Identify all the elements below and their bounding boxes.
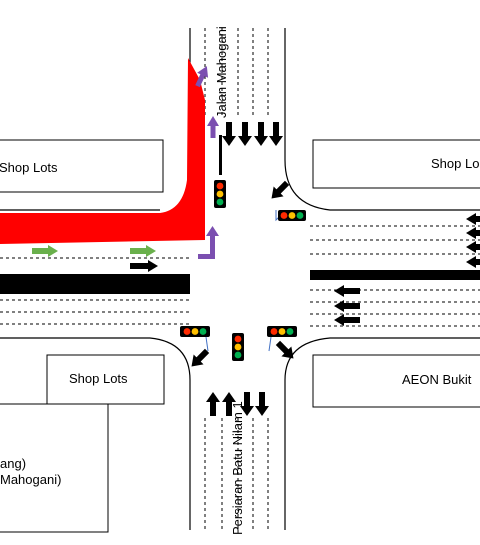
arrow-up-icon: [206, 392, 220, 416]
building-top-left: [0, 139, 164, 193]
arrow-left-icon: [334, 285, 360, 297]
label-top-right: Shop Lo: [431, 156, 479, 171]
highlighted-route: [0, 58, 205, 244]
arrow-down-icon: [255, 392, 269, 416]
arrow-left-icon: [466, 213, 480, 225]
arrow-down-icon: [254, 122, 268, 146]
label-bottom-right: AEON Bukit: [402, 372, 472, 387]
road-edges: [0, 28, 480, 530]
lane-markings: [0, 28, 480, 530]
arrow-diagonal-icon: [191, 348, 210, 367]
arrow-diagonal-icon: [271, 180, 290, 199]
label-far-left-1: ang): [0, 456, 26, 471]
north-lane-arrows: [222, 122, 290, 199]
arrow-down-icon: [269, 122, 283, 146]
traffic-light-north: [214, 180, 226, 208]
arrow-down-icon: [240, 392, 254, 416]
traffic-light-southeast: [267, 326, 297, 352]
building-bottom-right: [312, 354, 480, 408]
south-lane-arrows: [191, 340, 294, 416]
arrow-right-icon: [130, 260, 158, 272]
arrow-down-icon: [238, 122, 252, 146]
east-lane-arrows: [334, 213, 480, 326]
arrow-diagonal-icon: [275, 340, 294, 359]
arrow-left-icon: [466, 256, 480, 268]
north-road-right-edge: [284, 28, 480, 211]
label-bottom-left: Shop Lots: [69, 371, 128, 386]
arrow-left-icon: [334, 314, 360, 326]
arrow-right-icon: [130, 245, 156, 257]
building-top-right: [312, 139, 480, 189]
arrow-left-icon: [466, 227, 480, 239]
green-route-arrows: [32, 245, 156, 257]
east-median: [310, 270, 480, 280]
south-east-curb: [284, 337, 480, 530]
arrow-down-icon: [222, 122, 236, 146]
building-bottom-left: [46, 354, 165, 405]
building-far-left: [0, 403, 109, 533]
traffic-light-south: [232, 333, 244, 361]
label-far-left-2: Mahogani): [0, 472, 61, 487]
road-name-south: Persiaran Batu Nilam 1: [230, 401, 245, 535]
north-median: [219, 135, 222, 175]
arrow-left-icon: [334, 300, 360, 312]
west-median: [0, 274, 190, 294]
arrow-right-icon: [32, 245, 58, 257]
road-name-north: Jalan Mahogani: [214, 26, 229, 118]
south-west-curb: [0, 337, 191, 530]
arrow-up-icon: [207, 116, 219, 138]
traffic-light-northeast: [275, 210, 306, 222]
label-top-left: Shop Lots: [0, 160, 58, 175]
arrow-turn-icon: [198, 226, 219, 259]
arrow-left-icon: [466, 241, 480, 253]
buildings: [0, 139, 480, 533]
arrow-up-icon: [222, 392, 236, 416]
purple-turn-arrows: [195, 66, 219, 259]
arrow-diagonal-icon: [195, 66, 209, 88]
traffic-light-southwest: [180, 326, 210, 352]
